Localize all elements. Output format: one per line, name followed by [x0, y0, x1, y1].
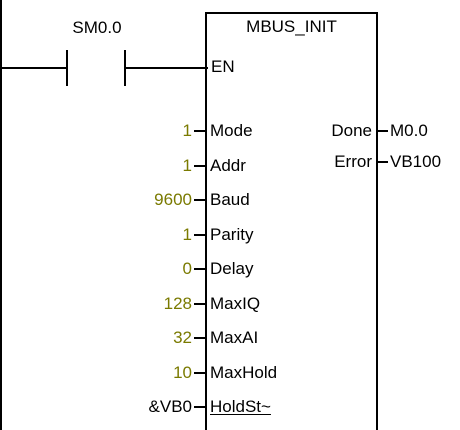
- output-value[interactable]: VB100: [390, 152, 442, 171]
- input-value[interactable]: 0: [182, 259, 192, 278]
- input-wire: [194, 130, 206, 132]
- input-wire: [194, 303, 206, 305]
- left-power-rail: [0, 0, 2, 430]
- input-value[interactable]: 10: [173, 363, 192, 382]
- input-value[interactable]: 32: [173, 328, 192, 347]
- input-value[interactable]: 1: [182, 156, 192, 175]
- mbus-init-block[interactable]: [205, 12, 378, 430]
- input-value[interactable]: 1: [182, 121, 192, 140]
- block-title: MBUS_INIT: [246, 17, 337, 36]
- output-value[interactable]: M0.0: [390, 121, 428, 140]
- input-wire: [194, 406, 206, 408]
- input-wire: [194, 372, 206, 374]
- rung-wire-left: [0, 67, 68, 69]
- input-pin-label: MaxHold: [210, 363, 278, 382]
- rung-wire-right: [124, 67, 208, 69]
- input-pin-label: Parity: [210, 225, 254, 244]
- input-pin-label: HoldSt~: [210, 397, 271, 416]
- input-value[interactable]: &VB0: [148, 397, 192, 416]
- input-pin-label: Mode: [210, 121, 253, 140]
- input-value[interactable]: 128: [163, 294, 192, 313]
- input-wire: [194, 234, 206, 236]
- input-wire: [194, 165, 206, 167]
- output-pin-label: Error: [334, 152, 372, 171]
- contact-label: SM0.0: [72, 18, 122, 37]
- input-wire: [194, 337, 206, 339]
- output-pin-label: Done: [331, 121, 372, 140]
- input-pin-label: Addr: [210, 156, 246, 175]
- input-wire: [194, 268, 206, 270]
- input-value[interactable]: 1: [182, 225, 192, 244]
- enable-pin-label: EN: [211, 57, 235, 76]
- contact-left-bar[interactable]: [66, 50, 68, 86]
- output-wire: [377, 161, 388, 163]
- input-value[interactable]: 9600: [154, 190, 192, 209]
- output-wire: [377, 130, 388, 132]
- input-pin-label: Delay: [210, 259, 254, 278]
- input-wire: [194, 199, 206, 201]
- input-pin-label: MaxAI: [210, 328, 259, 347]
- input-pin-label: MaxIQ: [210, 294, 261, 313]
- input-pin-label: Baud: [210, 190, 250, 209]
